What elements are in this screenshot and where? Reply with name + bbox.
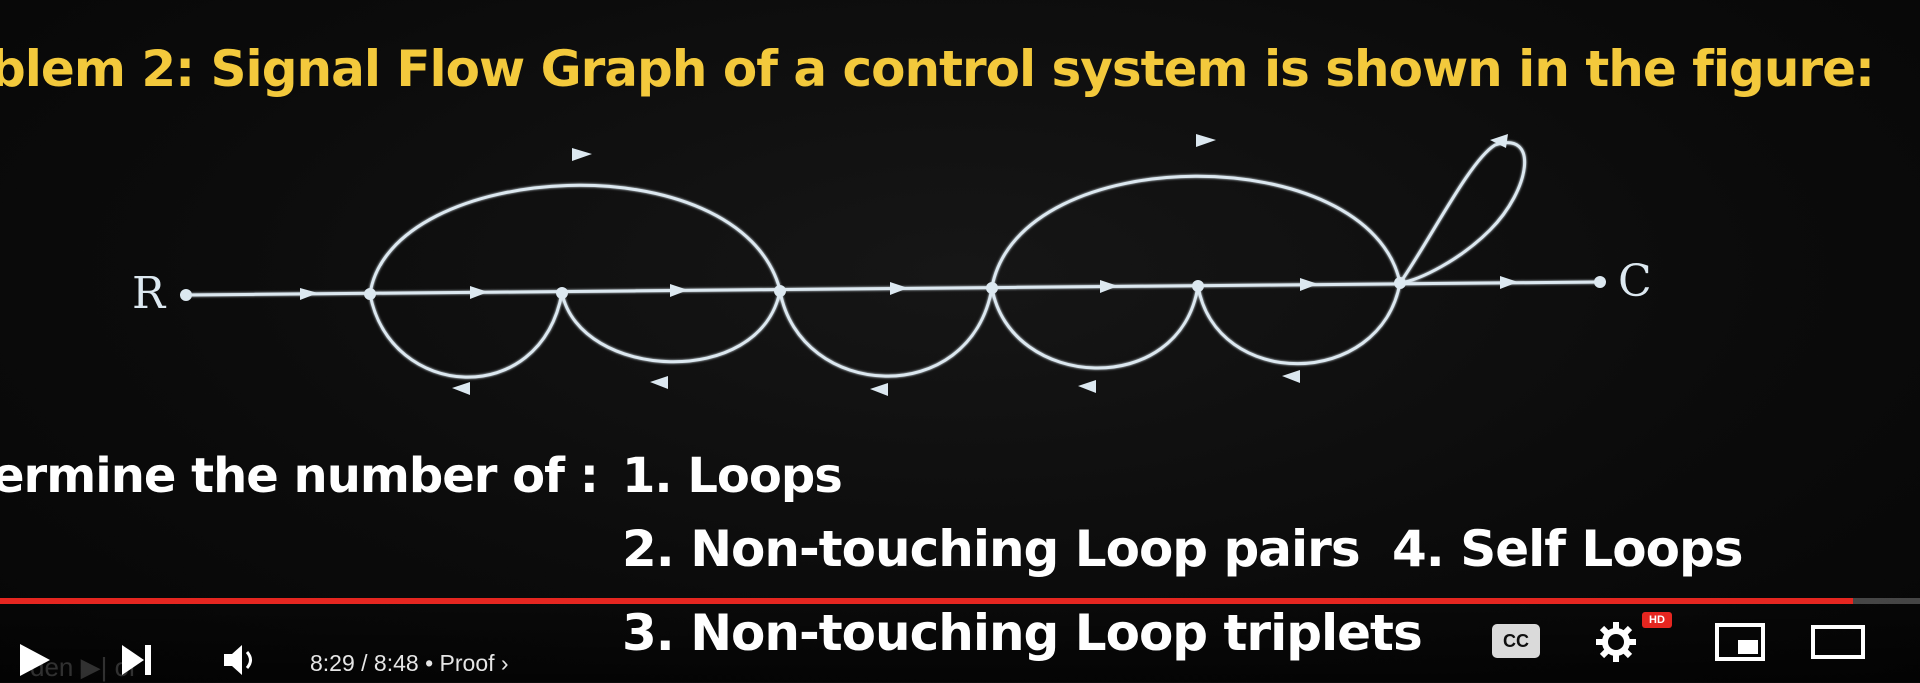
arrow-marker <box>1282 370 1300 383</box>
question-item-nontouching-triplets: 3. Non-touching Loop triplets <box>622 604 1423 662</box>
arrow-marker <box>470 286 488 299</box>
arrow-marker <box>870 383 888 396</box>
node <box>774 285 786 297</box>
signal-flow-graph: R C <box>132 134 1652 396</box>
next-video-ghost-text: den ▶| or <box>30 652 138 682</box>
progress-bar[interactable] <box>0 598 1920 604</box>
feedback-branch-1 <box>368 292 564 379</box>
progress-played <box>0 598 1853 604</box>
arrow-marker <box>1196 134 1216 147</box>
problem-title: blem 2: Signal Flow Graph of a control s… <box>0 40 1875 98</box>
feedback-branch-2 <box>560 290 782 364</box>
arrow-marker <box>452 382 470 395</box>
node-label-output: C <box>1618 256 1652 307</box>
question-item-self-loops: 4. Self Loops <box>1392 520 1744 578</box>
arrow-marker <box>1490 134 1508 148</box>
feedforward-branch-2 <box>990 174 1402 288</box>
arrow-marker <box>1078 380 1096 393</box>
question-prompt: ermine the number of : <box>0 448 599 504</box>
self-loop-branch <box>1398 141 1527 285</box>
settings-gear-icon[interactable] <box>1594 620 1638 664</box>
feedback-branch-5 <box>1196 282 1402 366</box>
node-output <box>1594 276 1606 288</box>
arrow-marker <box>670 284 688 297</box>
node-label-input: R <box>132 268 167 319</box>
miniplayer-icon[interactable] <box>1714 622 1766 662</box>
feedforward-branch-1 <box>368 183 782 295</box>
captions-button[interactable]: CC <box>1492 624 1540 658</box>
node <box>1192 280 1204 292</box>
arrow-marker <box>890 282 908 295</box>
arrow-marker <box>300 288 318 300</box>
arrow-marker <box>572 148 592 161</box>
node <box>556 287 568 299</box>
feedback-branch-4 <box>990 285 1200 370</box>
node-input <box>180 289 192 301</box>
time-display: 8:29 / 8:48 • Proof › <box>310 650 509 676</box>
arrow-marker <box>1500 276 1518 289</box>
question-item-loops: 1. Loops <box>622 448 843 504</box>
node <box>364 288 376 300</box>
feedback-branch-3 <box>778 287 994 378</box>
question-item-nontouching-pairs: 2. Non-touching Loop pairs <box>622 520 1361 578</box>
volume-icon[interactable] <box>220 642 264 678</box>
arrow-marker <box>1300 278 1318 291</box>
play-icon[interactable] <box>14 640 54 680</box>
node <box>986 282 998 294</box>
hd-badge: HD <box>1642 612 1672 628</box>
arrow-marker <box>650 376 668 389</box>
theater-mode-icon[interactable] <box>1810 624 1866 660</box>
node <box>1394 277 1406 289</box>
arrow-marker <box>1100 280 1118 293</box>
next-icon[interactable] <box>118 642 154 678</box>
